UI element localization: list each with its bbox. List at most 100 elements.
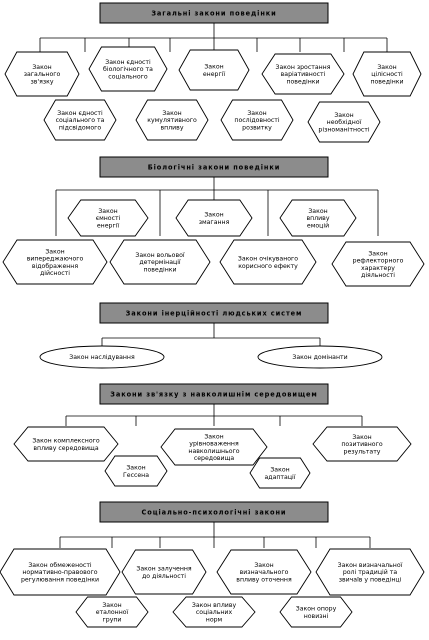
- section-header: Загальні закони поведінки: [99, 2, 329, 24]
- hexagon-shape: [216, 549, 312, 595]
- hexagon-shape: [135, 99, 209, 141]
- hexagon-shape: [172, 596, 256, 628]
- section-header: Закони інерційності людських систем: [99, 302, 329, 324]
- hexagon-shape: [220, 99, 294, 141]
- hexagon-shape: [160, 428, 268, 466]
- law-label: Закон домінанти: [292, 353, 347, 361]
- law-node: Закон наслідування: [39, 345, 165, 369]
- ellipse-shape: [257, 345, 383, 369]
- section-title: Біологічні закони поведінки: [148, 163, 281, 171]
- hexagon-shape: [13, 426, 119, 462]
- hexagon-shape: [261, 53, 345, 95]
- section-header-box: [99, 2, 329, 24]
- ellipse-shape: [39, 345, 165, 369]
- hexagon-shape: [0, 548, 121, 596]
- section-title: Закони інерційності людських систем: [126, 309, 303, 317]
- hexagon-shape: [312, 426, 412, 462]
- section-header: Закони зв'язку з навколишнім середовищем: [99, 383, 329, 405]
- hexagon-shape: [315, 548, 425, 596]
- law-label: Закон наслідування: [69, 353, 135, 361]
- section-header-box: [99, 383, 329, 405]
- hexagon-shape: [178, 49, 250, 91]
- hexagon-shape: [279, 596, 353, 628]
- hexagon-shape: [175, 199, 253, 237]
- section-header-box: [99, 501, 329, 523]
- hexagon-shape: [121, 549, 207, 595]
- hexagon-shape: [43, 99, 117, 141]
- section-header: Біологічні закони поведінки: [99, 156, 329, 178]
- section-title: Загальні закони поведінки: [151, 9, 276, 17]
- hexagon-shape: [75, 596, 149, 628]
- hexagon-shape: [219, 239, 317, 285]
- section-title: Соціально-психологічні закони: [142, 508, 287, 516]
- hexagon-shape: [279, 199, 357, 237]
- section-header: Соціально-психологічні закони: [99, 501, 329, 523]
- section-header-box: [99, 156, 329, 178]
- hexagon-shape: [331, 241, 425, 287]
- hexagon-shape: [67, 199, 149, 237]
- hexagon-shape: [249, 457, 311, 489]
- hexagon-shape: [109, 239, 211, 285]
- hexagon-shape: [307, 101, 381, 143]
- hexagon-shape: [104, 455, 168, 487]
- hexagon-shape: [352, 51, 422, 97]
- hexagon-shape: [88, 46, 168, 92]
